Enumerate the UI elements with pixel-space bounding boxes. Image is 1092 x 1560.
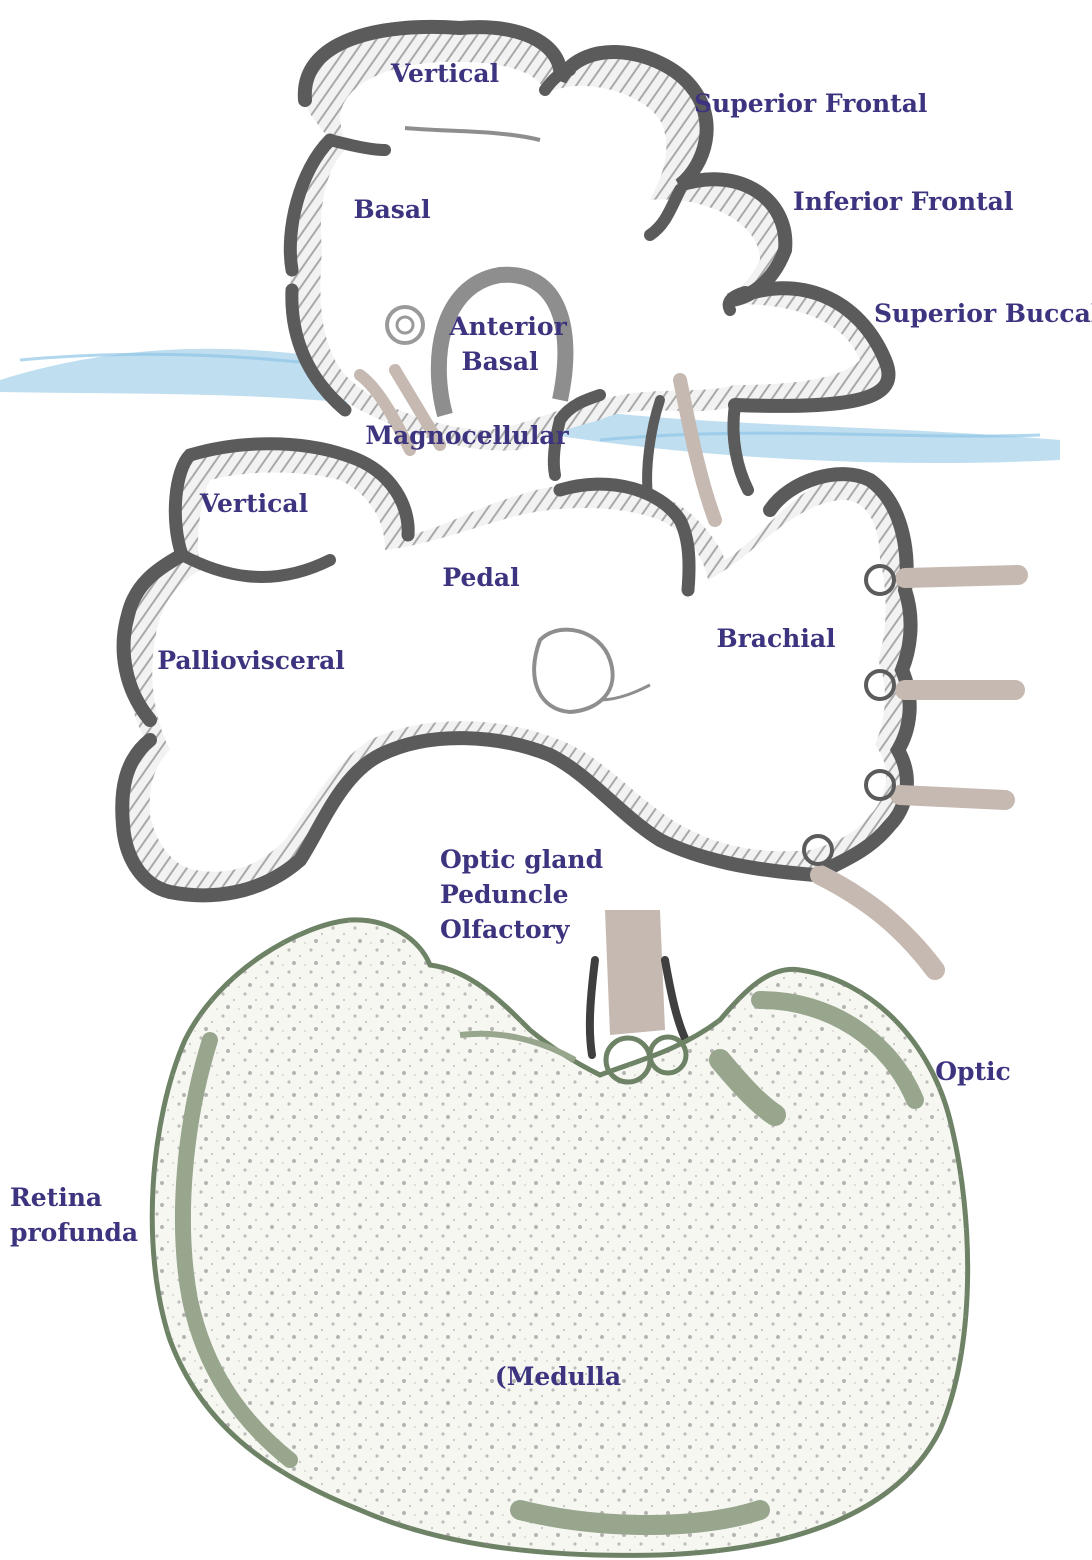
label-basal: Basal xyxy=(353,195,430,224)
label-brachial: Brachial xyxy=(716,624,835,653)
label-retina-profunda-line2: profunda xyxy=(10,1218,138,1247)
label-palliovisceral: Palliovisceral xyxy=(157,646,345,675)
label-optic: Optic xyxy=(935,1057,1011,1086)
label-superior-frontal: Superior Frontal xyxy=(694,89,927,118)
label-retina-profunda-line1: Retina xyxy=(10,1183,102,1212)
label-inferior-frontal: Inferior Frontal xyxy=(793,187,1013,216)
label-vertical-lower: Vertical xyxy=(199,489,308,518)
label-vertical-top: Vertical xyxy=(390,59,499,88)
label-olfactory: Olfactory xyxy=(440,915,571,944)
label-magnocellular: Magnocellular xyxy=(365,421,569,450)
label-pedal: Pedal xyxy=(442,563,519,592)
label-optic-gland: Optic gland xyxy=(440,845,603,874)
label-superior-buccal: Superior Buccal xyxy=(874,299,1092,328)
label-anterior-basal-line2: Basal xyxy=(461,347,538,376)
label-peduncle: Peduncle xyxy=(440,880,569,909)
label-medulla: (Medulla xyxy=(495,1362,621,1391)
label-anterior-basal-line1: Anterior xyxy=(448,312,567,341)
subesophageal-mass xyxy=(122,444,1018,970)
optic-lobe xyxy=(152,910,967,1555)
